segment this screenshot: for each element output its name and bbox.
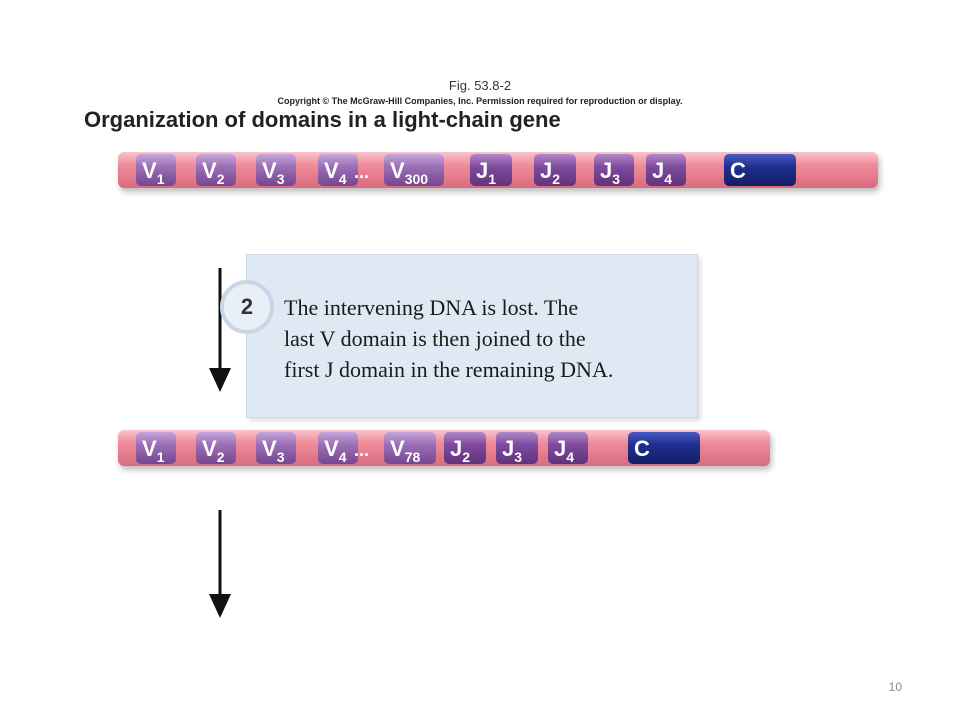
v-segment: V2	[196, 154, 236, 187]
j-segment: J1	[470, 154, 512, 187]
step-box	[246, 254, 698, 418]
j-segment: J3	[594, 154, 634, 187]
figure-label: Fig. 53.8-2	[448, 78, 512, 93]
segment-block	[534, 154, 576, 186]
down-arrow-1	[209, 268, 231, 392]
segment-block	[470, 154, 512, 186]
segment-block	[318, 154, 358, 186]
step-number-badge: 2	[220, 280, 274, 334]
down-arrow-2	[209, 510, 231, 618]
segment-label: C	[634, 436, 650, 461]
segment-label: C	[730, 158, 746, 183]
v-segment: ...V300	[354, 154, 444, 187]
segment-block	[384, 154, 444, 186]
c-segment: C	[628, 432, 700, 464]
j-segment: J3	[496, 432, 538, 465]
v-segment: V4	[318, 432, 358, 465]
ellipsis-label: ...	[354, 440, 369, 460]
gene-before: V1 V2 V3 V4...V300 J1 J2 J3 J4 C	[118, 152, 878, 188]
j-segment: J4	[646, 154, 686, 187]
v-segment: V2	[196, 432, 236, 465]
segment-block	[256, 432, 296, 464]
v-segment: V1	[136, 154, 176, 187]
segment-block	[444, 432, 486, 464]
page-number: 10	[888, 680, 902, 694]
v-segment: V1	[136, 432, 176, 465]
segment-block	[594, 154, 634, 186]
segment-block	[196, 432, 236, 464]
segment-block	[256, 154, 296, 186]
step-text-line: first J domain in the remaining DNA.	[284, 357, 614, 382]
ellipsis-label: ...	[354, 162, 369, 182]
diagram-title: Organization of domains in a light-chain…	[84, 107, 561, 132]
segment-block	[724, 154, 796, 186]
segment-block	[136, 432, 176, 464]
segment-block	[628, 432, 700, 464]
j-segment: J2	[444, 432, 486, 465]
step-text: The intervening DNA is lost. The last V …	[284, 292, 694, 385]
step-text-line: last V domain is then joined to the	[284, 326, 586, 351]
segment-block	[548, 432, 588, 464]
v-segment: V3	[256, 154, 296, 187]
v-segment: V3	[256, 432, 296, 465]
step-number: 2	[240, 294, 254, 319]
segment-block	[136, 154, 176, 186]
copyright-notice: Copyright © The McGraw-Hill Companies, I…	[277, 96, 683, 106]
segment-block	[318, 432, 358, 464]
segment-block	[646, 154, 686, 186]
segment-block	[496, 432, 538, 464]
j-segment: J4	[548, 432, 588, 465]
j-segment: J2	[534, 154, 576, 187]
segment-block	[384, 432, 436, 464]
step-text-line: The intervening DNA is lost. The	[284, 295, 579, 320]
v-segment: V4	[318, 154, 358, 187]
c-segment: C	[724, 154, 796, 186]
v-segment: ...V78	[354, 432, 436, 465]
segment-block	[196, 154, 236, 186]
